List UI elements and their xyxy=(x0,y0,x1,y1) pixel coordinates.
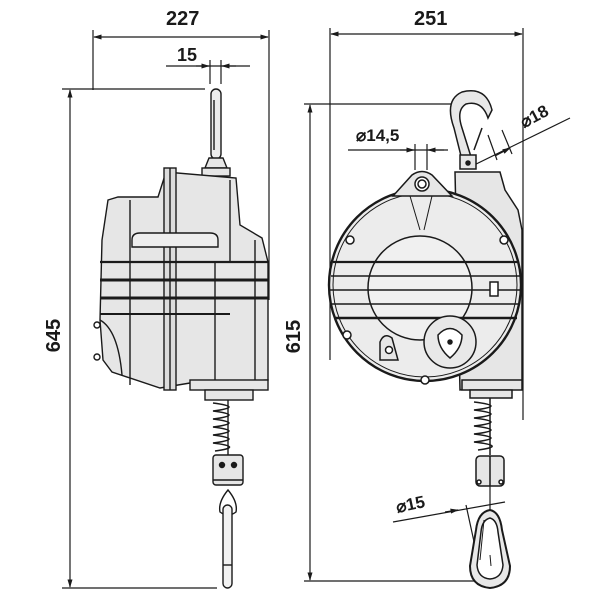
side-view-dimensions xyxy=(62,30,270,589)
side-width-dimension: 227 xyxy=(166,8,200,30)
front-view-balancer xyxy=(327,90,523,590)
side-height-dimension: 645 xyxy=(43,318,66,353)
front-width-dimension: 251 xyxy=(414,8,448,30)
front-height-dimension: 615 xyxy=(283,319,306,354)
side-shackle-width-dimension: 15 xyxy=(177,45,198,65)
side-view-balancer xyxy=(93,88,269,589)
front-pin-diameter-dimension: ⌀14,5 xyxy=(356,126,400,145)
